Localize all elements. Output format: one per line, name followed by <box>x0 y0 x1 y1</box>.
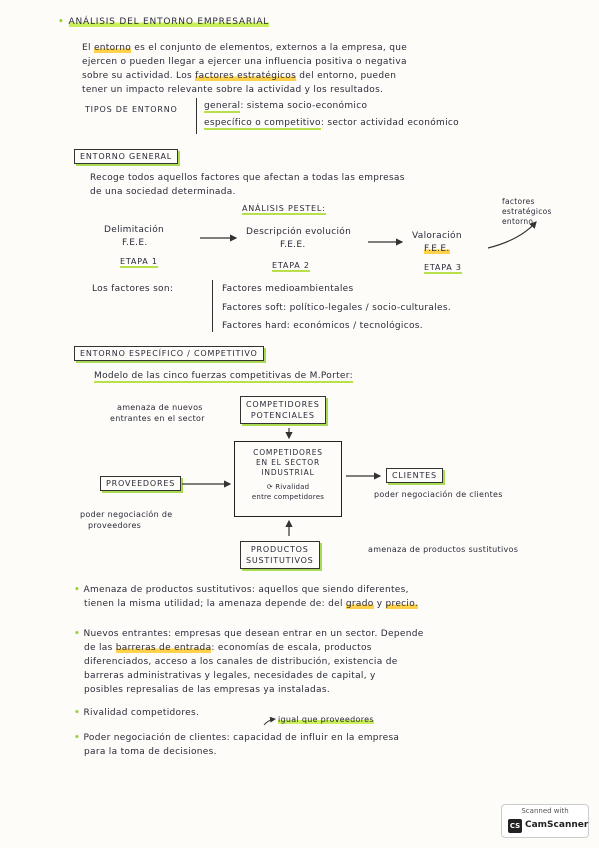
intro-line-1: El entorno es el conjunto de elementos, … <box>82 43 408 53</box>
factor-3: Factores hard: económicos / tecnológicos… <box>222 321 423 331</box>
entorno-highlight: entorno <box>93 43 132 53</box>
tipos-bracket <box>196 98 201 134</box>
stage3-line1: Valoración <box>412 231 462 241</box>
stage2-line2: F.E.E. <box>280 240 306 250</box>
bullet-3: • Rivalidad competidores. <box>74 708 200 718</box>
intro-line-2: ejercen o pueden llegar a ejercer una in… <box>82 57 407 67</box>
general-line-1: Recoge todos aquellos factores que afect… <box>90 173 405 183</box>
factor-2: Factores soft: político-legales / socio-… <box>222 303 451 313</box>
stage2-line1: Descripción evolución <box>246 227 352 237</box>
title-text: Análisis del entorno empresarial <box>68 17 270 27</box>
poder-proveedores-2: proveedores <box>88 521 142 530</box>
stage1-label: ETAPA 1 <box>120 257 158 268</box>
poder-clientes: poder negociación de clientes <box>374 490 503 499</box>
side-note-2: estratégicos <box>502 207 552 216</box>
badge-name: CamScanner <box>525 820 589 830</box>
competidores-potenciales-box: Competidores potenciales <box>240 396 326 424</box>
bullet-2-line-2: de las barreras de entrada: economías de… <box>84 643 372 653</box>
factor-1: Factores medioambientales <box>222 284 354 294</box>
tipos-general: general: sistema socio-económico <box>204 101 368 113</box>
factores-highlight: factores estratégicos <box>195 71 297 81</box>
arrow-stage3-note <box>487 221 537 249</box>
pestel-label: Análisis PESTEL: <box>242 204 326 215</box>
stage2-label: ETAPA 2 <box>272 261 310 272</box>
bullet-4-note: igual que proveedores <box>278 715 374 724</box>
bullet-1-line-2: tienen la misma utilidad; la amenaza dep… <box>84 599 419 609</box>
intro-line-4: tener un impacto relevante sobre la acti… <box>82 85 384 95</box>
camscanner-logo-icon: CS <box>508 819 522 833</box>
factors-bracket <box>212 280 217 332</box>
entorno-especifico-heading: Entorno específico / competitivo <box>74 346 264 361</box>
tipos-especifico: específico o competitivo: sector activid… <box>204 118 459 130</box>
side-note-3: entorno <box>502 217 534 226</box>
stage3-line2: F.E.E. <box>424 244 450 254</box>
amenaza-nuevos-2: entrantes en el sector <box>110 414 205 423</box>
page-title: • Análisis del entorno empresarial <box>58 16 270 28</box>
stage3-label: ETAPA 3 <box>424 263 462 274</box>
amenaza-nuevos-1: amenaza de nuevos <box>117 403 203 412</box>
general-line-2: de una sociedad determinada. <box>90 187 236 197</box>
bullet-2-line-5: posibles represalias de las empresas ya … <box>84 685 330 695</box>
badge-scanned-text: Scanned with <box>521 807 569 815</box>
productos-sustitutivos-box: Productos sustitutivos <box>240 541 320 569</box>
rivalry-cycle-icon: ⟳ <box>266 483 276 491</box>
intro-line-3: sobre su actividad. Los factores estraté… <box>82 71 397 81</box>
side-note-1: factores <box>502 197 535 206</box>
entorno-general-heading: Entorno general <box>74 149 179 164</box>
factors-label: Los factores son: <box>92 284 174 294</box>
title-bullet: • <box>58 17 69 27</box>
stage1-line1: Delimitación <box>104 225 165 235</box>
stage1-line2: F.E.E. <box>122 238 148 248</box>
poder-proveedores-1: poder negociación de <box>80 510 173 519</box>
tipos-label: Tipos de entorno <box>85 105 178 114</box>
bullet-2-line-3: diferenciados, acceso a los canales de d… <box>84 657 398 667</box>
bullet-4-line-1: • Poder negociación de clientes: capacid… <box>74 733 400 743</box>
arrow-note-bullet4 <box>263 716 276 726</box>
bullet-2-line-4: barreras administrativas y legales, nece… <box>84 671 376 681</box>
amenaza-sustitutivos: amenaza de productos sustitutivos <box>368 545 519 554</box>
clientes-box: Clientes <box>386 468 443 483</box>
competidores-sector-box: Competidores en el sector industrial ⟳ R… <box>234 441 342 517</box>
bullet-4-line-2: para la toma de decisiones. <box>84 747 217 757</box>
bullet-1-line-1: • Amenaza de productos sustitutivos: aqu… <box>74 585 409 595</box>
camscanner-badge: Scanned with CS CamScanner <box>501 804 589 838</box>
proveedores-box: Proveedores <box>100 476 182 491</box>
bullet-2-line-1: • Nuevos entrantes: empresas que desean … <box>74 629 424 639</box>
porter-model-line: Modelo de las cinco fuerzas competitivas… <box>94 371 353 383</box>
